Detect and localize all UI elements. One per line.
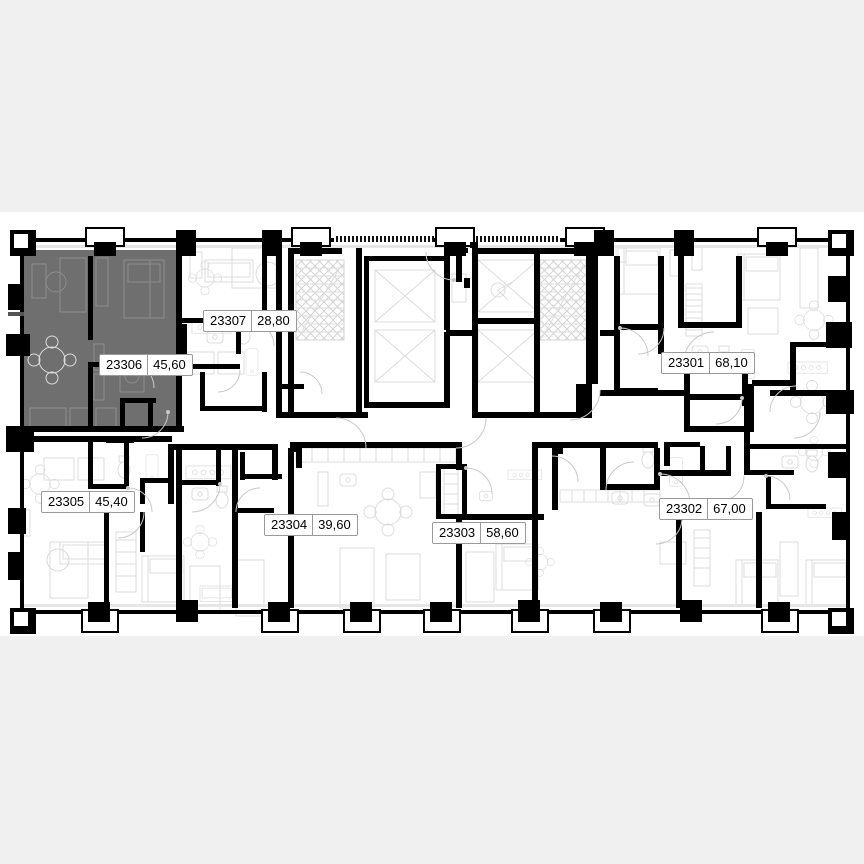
unit-number: 23302 (666, 501, 703, 516)
unit-label-23302[interactable]: 23302 67,00 (659, 498, 753, 520)
stair-left (295, 259, 345, 341)
unit-label-23301[interactable]: 23301 68,10 (661, 352, 755, 374)
unit-area: 58,60 (480, 523, 525, 543)
unit-number: 23304 (271, 517, 308, 532)
floor-plan-canvas[interactable] (0, 212, 864, 636)
unit-label-23306[interactable]: 23306 45,60 (99, 354, 193, 376)
unit-area: 28,80 (251, 311, 296, 331)
floor-plan-drawing (0, 212, 864, 636)
unit-label-23304[interactable]: 23304 39,60 (264, 514, 358, 536)
unit-label-23307[interactable]: 23307 28,80 (203, 310, 297, 332)
unit-number: 23307 (210, 313, 247, 328)
unit-area: 39,60 (312, 515, 357, 535)
unit-area: 68,10 (709, 353, 754, 373)
unit-number: 23301 (668, 355, 705, 370)
unit-area: 45,60 (147, 355, 192, 375)
unit-area: 45,40 (89, 492, 134, 512)
unit-label-23305[interactable]: 23305 45,40 (41, 491, 135, 513)
unit-area: 67,00 (707, 499, 752, 519)
unit-number: 23305 (48, 494, 85, 509)
unit-number: 23306 (106, 357, 143, 372)
stair-right (539, 259, 587, 341)
unit-label-23303[interactable]: 23303 58,60 (432, 522, 526, 544)
unit-number: 23303 (439, 525, 476, 540)
wall-layer (6, 227, 854, 634)
